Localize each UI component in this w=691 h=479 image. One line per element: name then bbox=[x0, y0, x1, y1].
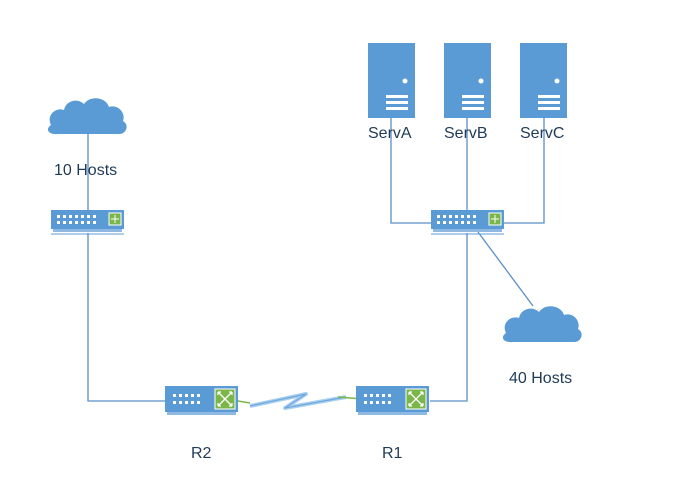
cloud-icon bbox=[502, 306, 582, 343]
serv-b-label: ServB bbox=[444, 125, 488, 142]
server-icon bbox=[368, 43, 415, 118]
hosts-left-label: 10 Hosts bbox=[54, 162, 118, 179]
switch-icon bbox=[51, 210, 124, 235]
serv-c-label: ServC bbox=[520, 125, 565, 142]
router-icon bbox=[356, 386, 429, 415]
serial-link bbox=[231, 392, 363, 410]
link-servC-switch bbox=[504, 118, 545, 224]
hosts-right-label: 40 Hosts bbox=[509, 370, 573, 387]
server-icon bbox=[444, 43, 491, 118]
router-r1-label: R1 bbox=[382, 445, 403, 462]
serv-a-label: ServA bbox=[368, 125, 412, 142]
link-left-switch-r2 bbox=[87, 233, 165, 402]
server-icon bbox=[520, 43, 567, 118]
router-r2-label: R2 bbox=[191, 445, 212, 462]
link-right-switch-r1 bbox=[430, 233, 468, 402]
link-servA-switch bbox=[390, 118, 432, 224]
link-right-switch-cloud bbox=[477, 231, 534, 307]
cloud-icon bbox=[47, 98, 127, 135]
switch-icon bbox=[431, 210, 504, 235]
links bbox=[87, 118, 545, 402]
router-icon bbox=[165, 386, 238, 415]
